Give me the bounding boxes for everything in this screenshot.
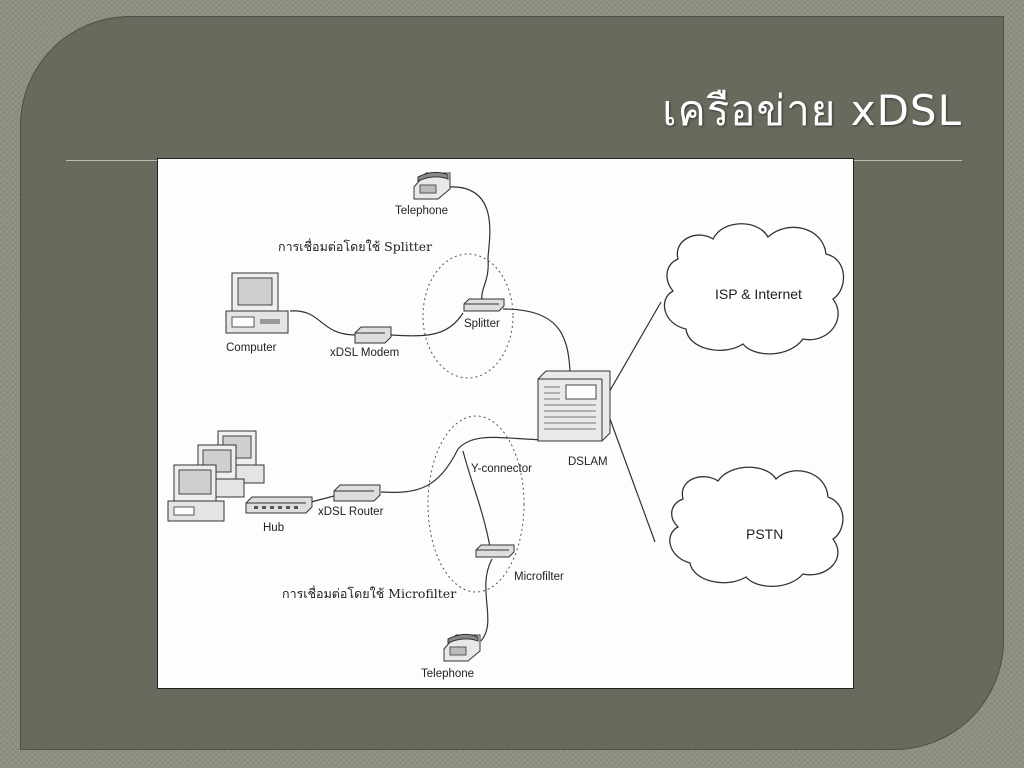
dslam-icon	[537, 370, 611, 442]
line-dslam-pstn	[609, 418, 656, 543]
xdsl-diagram: Telephone การเชื่อมต่อโดยใช้ Splitter Co…	[157, 158, 854, 689]
line-dslam-isp	[607, 301, 662, 395]
label-telephone-bottom: Telephone	[421, 668, 474, 680]
cloud-icon	[663, 223, 845, 355]
label-xdsl-router: xDSL Router	[318, 506, 384, 518]
label-xdsl-modem: xDSL Modem	[330, 347, 399, 359]
computer-icon	[167, 430, 265, 522]
line-yconnector-router	[380, 448, 459, 493]
line-computer-modem	[289, 310, 356, 336]
cloud-icon	[669, 466, 844, 587]
telephone-icon	[413, 171, 451, 200]
line-modem-splitter	[390, 312, 464, 337]
telephone-icon	[443, 633, 481, 662]
line-yconnector-microfilter	[462, 450, 491, 548]
label-pstn: PSTN	[746, 526, 783, 542]
line-telephone-splitter	[447, 186, 491, 306]
label-isp-internet: ISP & Internet	[715, 286, 802, 302]
label-telephone-top: Telephone	[395, 205, 448, 217]
line-router-hub	[310, 495, 335, 503]
splitter-icon	[463, 298, 505, 312]
microfilter-icon	[475, 544, 515, 558]
label-hub: Hub	[263, 522, 284, 534]
label-dslam: DSLAM	[568, 456, 608, 468]
line-splitter-dslam	[502, 308, 571, 372]
caption-microfilter: การเชื่อมต่อโดยใช้ Microfilter	[282, 585, 456, 601]
label-splitter: Splitter	[464, 318, 500, 330]
splitter-zone	[422, 253, 514, 379]
computer-icon	[225, 272, 289, 334]
microfilter-zone	[427, 415, 525, 593]
slide-title: เครือข่าย xDSL	[662, 86, 962, 135]
line-microfilter-telephone	[480, 558, 493, 642]
router-icon	[333, 484, 381, 502]
hub-icon	[245, 496, 313, 514]
label-microfilter: Microfilter	[514, 571, 564, 583]
modem-icon	[354, 326, 392, 344]
caption-splitter: การเชื่อมต่อโดยใช้ Splitter	[278, 238, 432, 254]
label-y-connector: Y-connector	[471, 463, 532, 475]
label-computer: Computer	[226, 342, 277, 354]
